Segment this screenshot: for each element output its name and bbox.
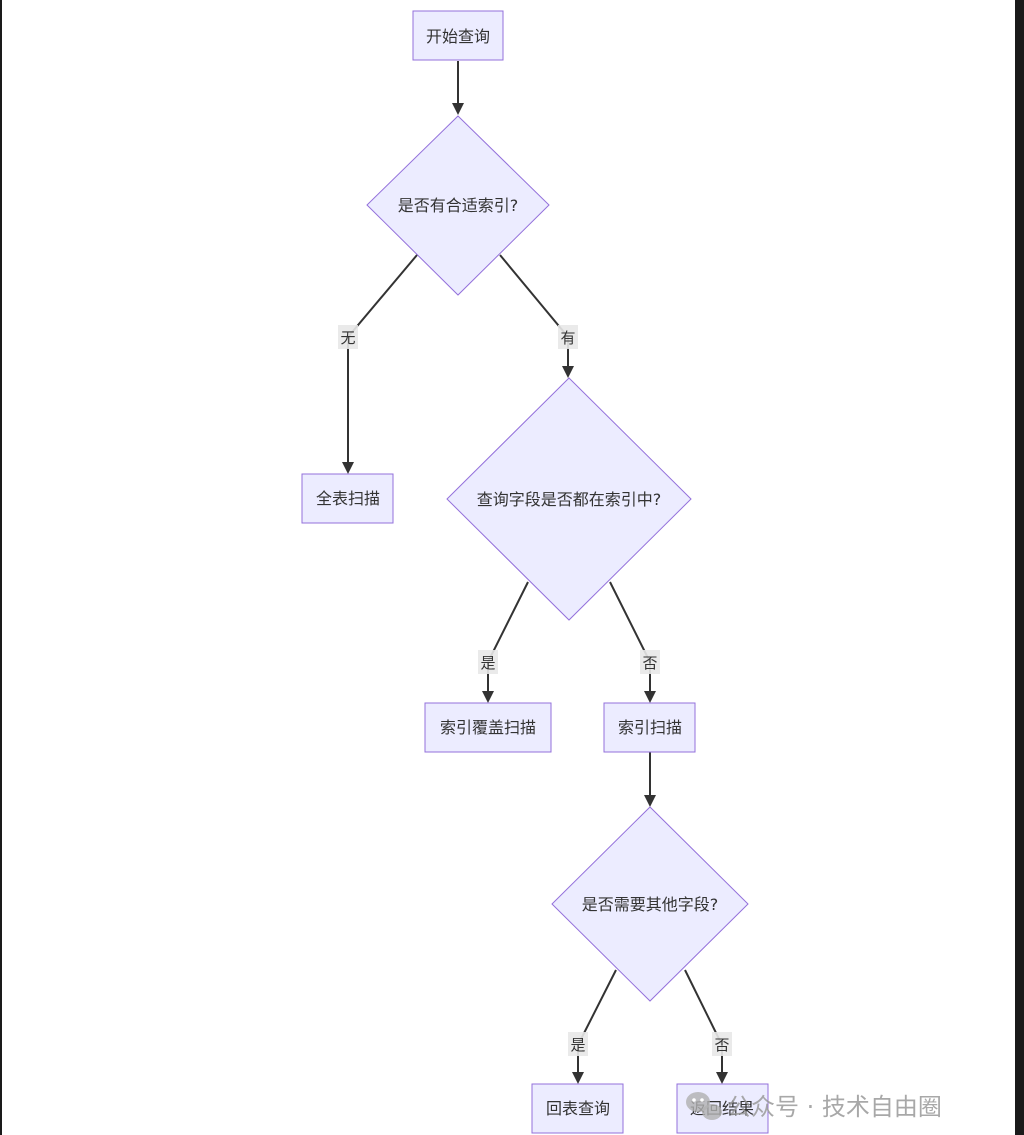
edge-label-need-no: 否 xyxy=(712,1032,732,1056)
edge-label-all-no-text: 否 xyxy=(642,654,657,672)
edge-need-other-to-return-result xyxy=(684,969,728,1084)
node-full-scan-label: 全表扫描 xyxy=(316,489,380,508)
watermark: 公众号 · 技术自由圈 xyxy=(686,1092,942,1121)
node-index-scan-label: 索引扫描 xyxy=(618,718,682,737)
edge-labels: 无 有 是 否 是 否 xyxy=(338,325,732,1056)
node-full-scan: 全表扫描 xyxy=(301,473,394,524)
left-frame-border xyxy=(0,0,2,1135)
edge-has-index-to-all-in-index xyxy=(499,254,574,378)
right-frame-border xyxy=(1015,0,1024,1135)
edge-label-no-index: 无 xyxy=(338,325,358,349)
node-covering-scan-label: 索引覆盖扫描 xyxy=(440,718,536,737)
node-index-scan: 索引扫描 xyxy=(603,702,696,753)
node-all-in-index-label: 查询字段是否都在索引中? xyxy=(477,490,662,509)
node-back-to-table: 回表查询 xyxy=(531,1083,624,1134)
edge-label-need-yes: 是 xyxy=(568,1032,588,1056)
nodes: 开始查询 是否有合适索引? 全表扫描 查询字段是否都在索引中? 索引覆盖扫描 索 xyxy=(301,10,769,1134)
watermark-text: 公众号 · 技术自由圈 xyxy=(727,1093,942,1121)
node-all-in-index: 查询字段是否都在索引中? xyxy=(446,377,692,621)
edge-label-need-yes-text: 是 xyxy=(570,1036,585,1054)
node-need-other-fields-label: 是否需要其他字段? xyxy=(582,895,719,914)
node-need-other-fields: 是否需要其他字段? xyxy=(551,806,749,1002)
node-has-index: 是否有合适索引? xyxy=(366,115,550,296)
edge-label-no-index-text: 无 xyxy=(340,329,355,347)
edge-label-need-no-text: 否 xyxy=(714,1036,729,1054)
node-start-label: 开始查询 xyxy=(426,27,490,46)
edge-label-all-yes-text: 是 xyxy=(480,654,495,672)
edge-all-in-index-to-index-scan xyxy=(609,581,656,703)
node-has-index-label: 是否有合适索引? xyxy=(398,196,519,215)
edge-label-all-no: 否 xyxy=(640,650,660,674)
edge-all-in-index-to-covering-scan xyxy=(482,581,529,703)
edge-has-index-to-full-scan xyxy=(342,254,418,474)
edge-label-all-yes: 是 xyxy=(478,650,498,674)
edge-need-other-to-back-to-table xyxy=(572,969,617,1084)
wechat-icon xyxy=(686,1092,722,1120)
edge-label-yes-index: 有 xyxy=(558,325,578,349)
edge-label-yes-index-text: 有 xyxy=(560,329,575,347)
node-start: 开始查询 xyxy=(412,10,504,61)
node-covering-scan: 索引覆盖扫描 xyxy=(424,702,552,753)
node-back-to-table-label: 回表查询 xyxy=(546,1099,610,1118)
